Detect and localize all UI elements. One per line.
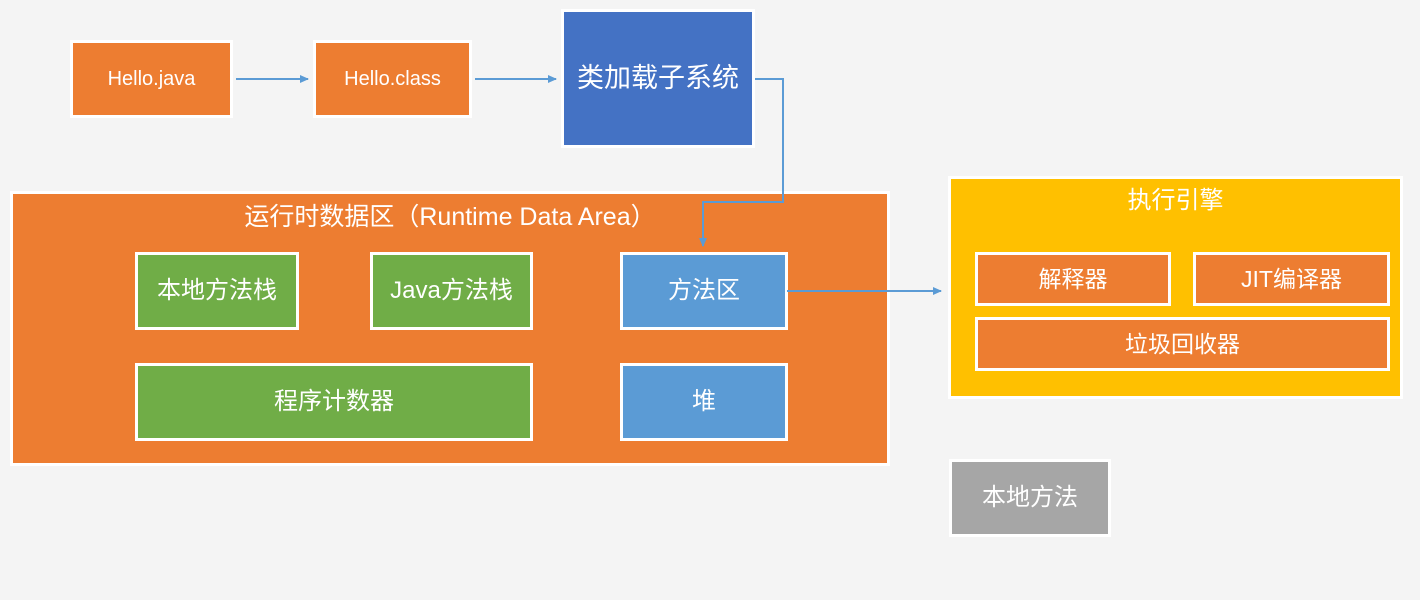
runtime-data-area-title: 运行时数据区（Runtime Data Area） [244,203,656,231]
native-method-node: 本地方法 [949,459,1111,537]
method-area-node: 方法区 [620,252,788,330]
execution-engine-container: 执行引擎 解释器 JIT编译器 垃圾回收器 [948,176,1403,399]
native-method-stack-node: 本地方法栈 [135,252,299,330]
hello-java-node: Hello.java [70,40,233,118]
java-method-stack-node: Java方法栈 [370,252,533,330]
class-loader-subsystem-node: 类加载子系统 [561,9,755,148]
garbage-collector-node: 垃圾回收器 [975,317,1390,371]
execution-engine-title: 执行引擎 [1127,187,1224,214]
runtime-data-area-container: 运行时数据区（Runtime Data Area） 本地方法栈 Java方法栈 … [10,191,890,466]
jit-compiler-node: JIT编译器 [1193,252,1390,306]
hello-class-node: Hello.class [313,40,472,118]
program-counter-node: 程序计数器 [135,363,533,441]
interpreter-node: 解释器 [975,252,1171,306]
heap-node: 堆 [620,363,788,441]
